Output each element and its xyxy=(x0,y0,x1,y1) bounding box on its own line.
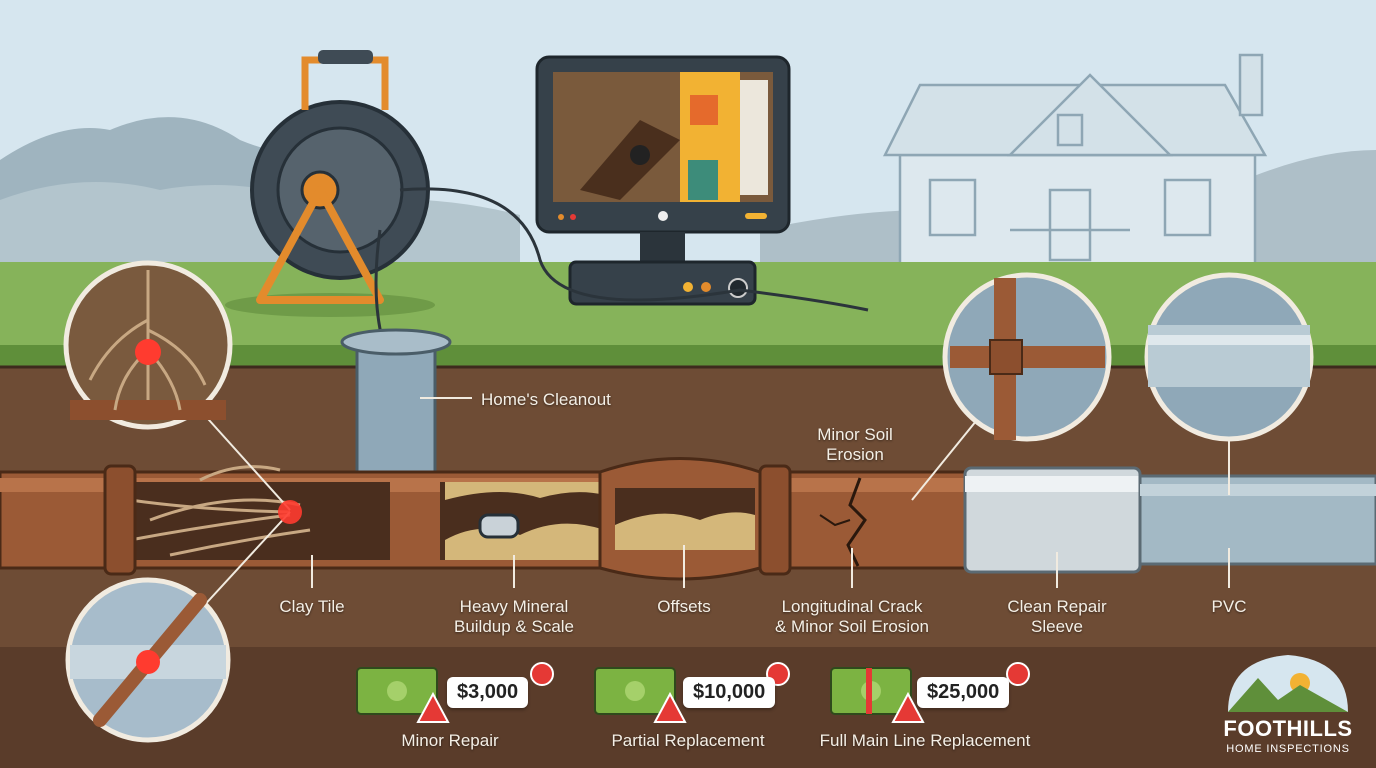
warning-icon xyxy=(416,691,925,723)
label-soil-erosion: Minor Soil Erosion xyxy=(817,425,893,464)
house-icon xyxy=(882,53,1268,267)
camera-head-icon xyxy=(478,513,520,539)
brand-name: FOOTHILLS xyxy=(1223,716,1353,741)
label-longitudinal-crack: Longitudinal Crack & Minor Soil Erosion xyxy=(774,597,930,636)
damage-marker-icon xyxy=(278,500,302,524)
zoom-pvc-icon xyxy=(1144,272,1314,442)
label-pvc: PVC xyxy=(1211,597,1247,616)
zoom-offset-icon xyxy=(942,272,1112,442)
price-full-replacement: $25,000 xyxy=(917,677,1010,708)
label-cleanout: Home's Cleanout xyxy=(481,390,611,409)
monitor-icon xyxy=(535,55,791,306)
money-icon xyxy=(356,667,912,715)
label-repair-sleeve: Clean Repair Sleeve xyxy=(1007,597,1107,636)
camera-reel-icon xyxy=(225,50,435,317)
price-partial-replacement: $10,000 xyxy=(683,677,776,708)
main-sewer-pipe xyxy=(0,457,972,581)
zoom-crack-icon xyxy=(65,577,231,743)
tier-full-replacement: Full Main Line Replacement xyxy=(819,731,1031,750)
label-mineral-buildup: Heavy Mineral Buildup & Scale xyxy=(453,597,575,636)
label-clay-tile: Clay Tile xyxy=(279,597,345,616)
brand-subtitle: HOME INSPECTIONS xyxy=(1226,743,1350,755)
zoom-roots-icon xyxy=(63,260,233,430)
tier-minor-repair: Minor Repair xyxy=(401,731,499,750)
tier-partial-replacement: Partial Replacement xyxy=(611,731,765,750)
price-minor-repair: $3,000 xyxy=(447,677,529,708)
mountain-logo-icon xyxy=(1228,655,1348,712)
label-offsets: Offsets xyxy=(657,597,711,616)
